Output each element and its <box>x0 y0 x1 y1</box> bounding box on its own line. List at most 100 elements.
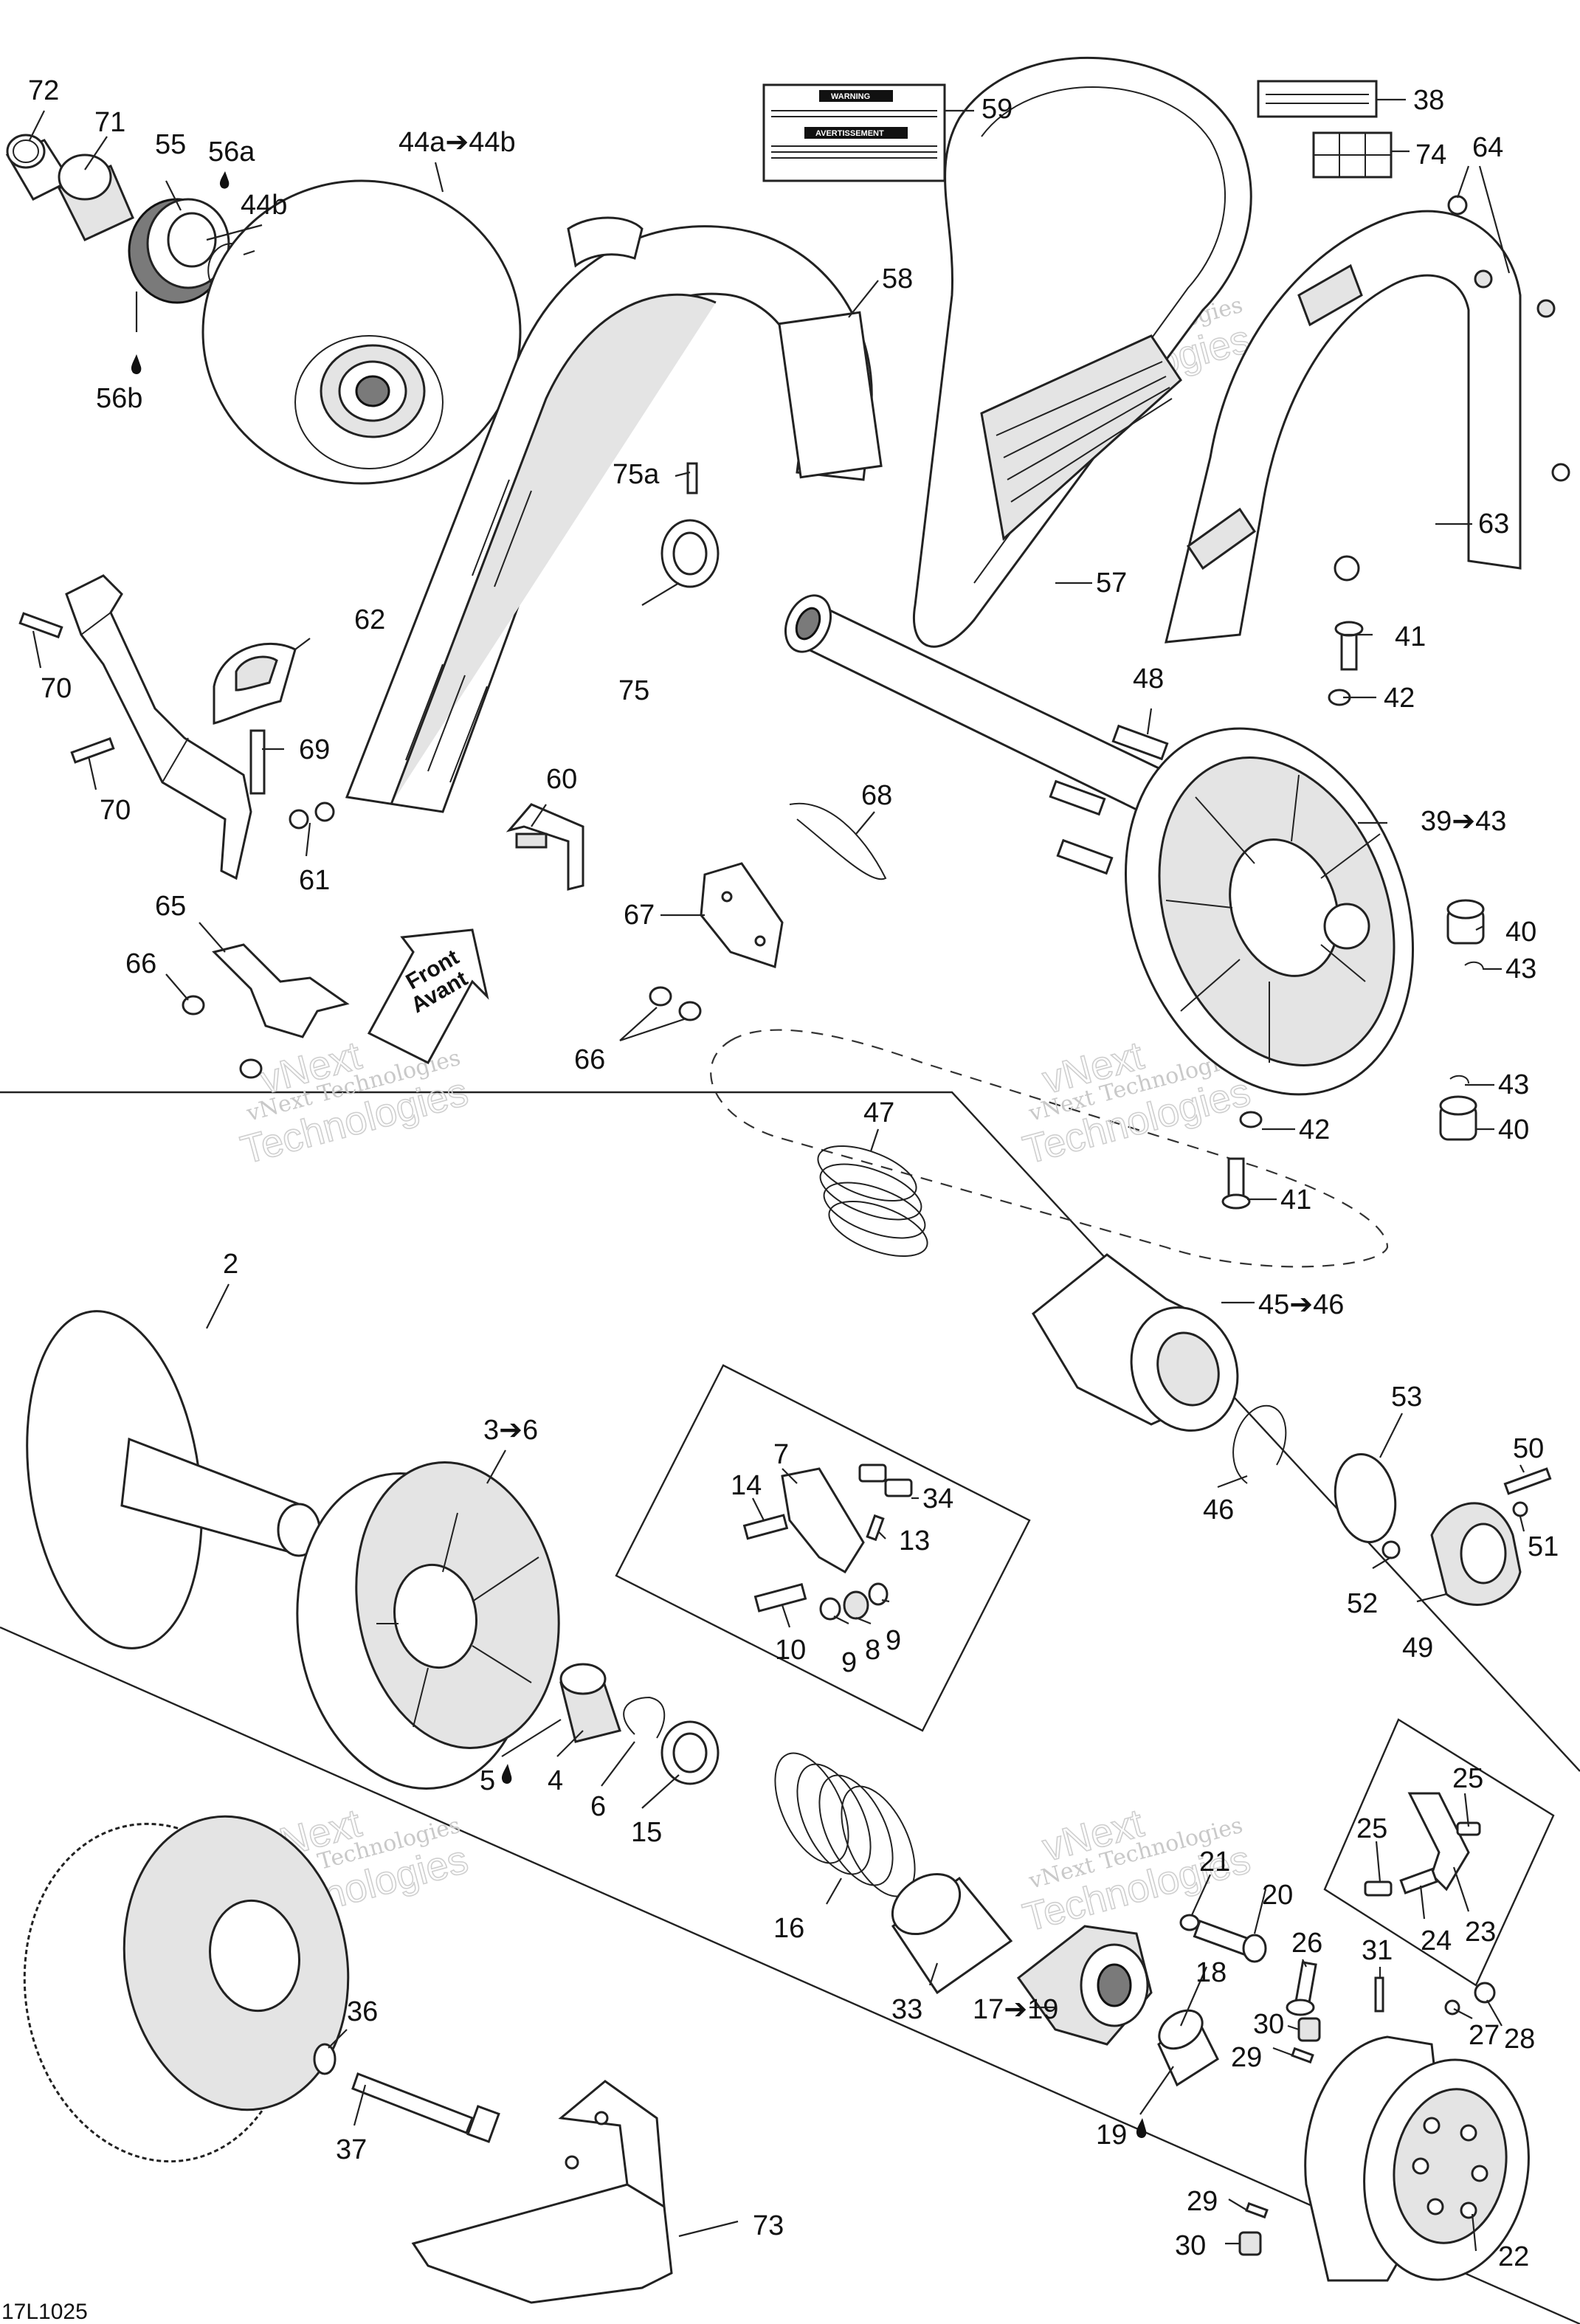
part-49-housing <box>1430 1502 1522 1606</box>
part-2-fixed-sheave <box>26 1310 321 1649</box>
part-41-screw-top <box>1334 621 1364 671</box>
part-33-sleeve <box>891 1872 1013 1995</box>
part-47-spring <box>817 1145 928 1257</box>
separator-line-top <box>0 1091 1580 1772</box>
callout-13: 13 <box>899 1525 930 1556</box>
callout-33: 33 <box>891 1994 922 2025</box>
callout-48: 48 <box>1133 663 1164 694</box>
group-box-secondary-pivot <box>1323 1718 1555 1987</box>
part-30-rollers <box>1238 2017 1321 2256</box>
callout-30-top: 30 <box>1253 2009 1284 2040</box>
part-41-screw-bottom <box>1221 1157 1251 1210</box>
callout-68: 68 <box>861 780 892 811</box>
callout-41-top: 41 <box>1395 621 1426 652</box>
part-59-warning-decal: WARNING AVERTISSEMENT <box>762 83 946 182</box>
part-23-pivot-arm <box>1407 1792 1470 1892</box>
avertissement-title: AVERTISSEMENT <box>815 129 884 138</box>
callout-29-top: 29 <box>1231 2042 1262 2073</box>
callout-38: 38 <box>1413 85 1444 116</box>
part-34-screws <box>858 1463 913 1497</box>
part-25-screws <box>1364 1821 1481 1897</box>
callout-71: 71 <box>94 107 125 138</box>
part-46-circlip <box>1232 1404 1287 1484</box>
callout-18: 18 <box>1196 1957 1227 1988</box>
leader-lines <box>29 98 1525 2252</box>
callout-63: 63 <box>1478 508 1509 539</box>
callout-labels: 72 71 55 56a 44b 56b 44a➔44b 59 38 74 64… <box>28 75 1559 2272</box>
callout-28: 28 <box>1504 2024 1535 2055</box>
part-21-washer <box>1179 1914 1200 1931</box>
part-67-hinge <box>700 862 784 968</box>
callout-53: 53 <box>1391 1382 1422 1413</box>
callout-49: 49 <box>1402 1632 1433 1663</box>
callout-58: 58 <box>882 263 913 294</box>
part-39-driven-sheave <box>1125 727 1414 1096</box>
dashed-group-outline <box>710 1029 1389 1268</box>
callout-34: 34 <box>922 1483 953 1514</box>
callout-46: 46 <box>1203 1494 1234 1525</box>
part-63-belt-guard-cover <box>1165 210 1522 644</box>
callout-40-bottom: 40 <box>1498 1114 1529 1145</box>
callout-52: 52 <box>1347 1588 1378 1619</box>
callout-20: 20 <box>1262 1880 1293 1911</box>
part-58-belt-guard-bracket <box>345 216 883 813</box>
callout-55: 55 <box>155 129 186 160</box>
callout-14: 14 <box>731 1470 762 1501</box>
callout-23: 23 <box>1465 1917 1496 1948</box>
callout-70-top: 70 <box>41 673 72 704</box>
callout-3-6: 3➔6 <box>483 1415 538 1446</box>
watermark-group-3: vNext vNext Technologies Technologies <box>235 1032 473 1173</box>
part-3-movable-sheave <box>296 1461 560 1790</box>
part-31-pin <box>1374 1976 1384 2013</box>
part-50-bolt <box>1503 1467 1552 1495</box>
part-71-bushing <box>57 154 134 241</box>
callout-37: 37 <box>336 2134 367 2165</box>
part-22-secondary-sheave <box>1304 2035 1530 2282</box>
callout-44a-44b: 44a➔44b <box>399 127 516 158</box>
callout-42-top: 42 <box>1384 683 1415 714</box>
part-16-spring <box>774 1752 916 1897</box>
part-28-nut <box>1474 1982 1496 2004</box>
part-48-pins <box>1049 724 1169 875</box>
callout-60: 60 <box>546 764 577 795</box>
part-17-spider <box>1016 1925 1153 2046</box>
callout-41-bottom: 41 <box>1280 1185 1311 1216</box>
callout-64: 64 <box>1472 132 1503 163</box>
callout-21: 21 <box>1199 1847 1230 1878</box>
part-29-pins <box>1245 2047 1314 2219</box>
callout-8: 8 <box>865 1635 880 1666</box>
callout-9-right: 9 <box>886 1625 901 1656</box>
part-8-9-washers <box>819 1582 889 1621</box>
callout-26: 26 <box>1291 1928 1322 1959</box>
part-10-pin <box>753 1582 807 1613</box>
droplet-icon <box>219 171 230 189</box>
part-26-bolt <box>1286 1961 1317 2016</box>
part-64-grommets <box>1447 195 1570 482</box>
droplet-icon <box>1136 2118 1147 2139</box>
part-27-washer <box>1444 1999 1460 2016</box>
callout-30-bottom: 30 <box>1175 2230 1206 2261</box>
primary-pulley-assembly <box>23 1815 350 2163</box>
callout-66-bottom: 66 <box>574 1044 605 1075</box>
callout-70-bottom: 70 <box>100 795 131 826</box>
callout-69: 69 <box>299 734 330 765</box>
part-75-seal-ring <box>660 519 720 588</box>
part-57-drive-belt <box>913 56 1252 648</box>
droplet-icon <box>131 354 142 375</box>
grease-droplet-icons <box>131 171 1147 2139</box>
group-box-primary-arm <box>615 1364 1031 1732</box>
part-40-roller-top <box>1446 899 1485 945</box>
callout-57: 57 <box>1096 568 1127 599</box>
part-4-bushing <box>559 1663 621 1743</box>
part-7-arm <box>781 1467 865 1574</box>
part-75a-dowel-pin <box>686 462 698 494</box>
part-66-screws <box>182 986 702 1079</box>
part-24-pin <box>1399 1867 1438 1894</box>
callout-29-bottom: 29 <box>1187 2186 1218 2217</box>
front-direction-arrow: Front Avant <box>367 928 489 1064</box>
callout-47: 47 <box>863 1097 894 1128</box>
callout-16: 16 <box>773 1913 804 1944</box>
callout-66-left: 66 <box>125 948 156 979</box>
callout-19: 19 <box>1096 2120 1127 2151</box>
